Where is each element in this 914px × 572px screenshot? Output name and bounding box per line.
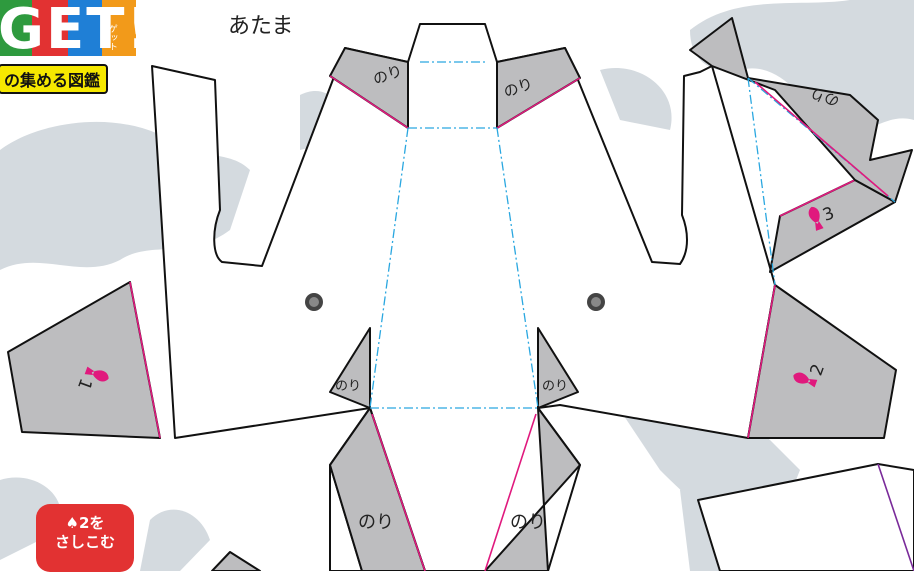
logo-subtitle: の集める図鑑 (0, 64, 109, 94)
brand-logo: GET! ゲット (0, 0, 152, 68)
insert-instruction-badge: ♠2を さしこむ (36, 504, 134, 572)
head-piece (151, 23, 776, 571)
eye-icon (305, 293, 605, 311)
mid-left-tab (329, 327, 371, 409)
glue-label-mid-right: のり (542, 379, 568, 394)
upper-right-tab (689, 17, 913, 203)
mid-right-tab (537, 327, 579, 409)
spade-icon (84, 366, 109, 382)
glue-label-mid-left: のり (335, 379, 361, 394)
slot3-tab (769, 179, 896, 273)
left-wing-tab (7, 281, 161, 439)
spade-icon: ♠ (65, 514, 79, 532)
bottom-right-tab (484, 407, 581, 571)
spade-icon (793, 372, 818, 388)
glue-label-bottom-left: のり (358, 512, 394, 533)
lower-left-tab (211, 551, 261, 571)
logo-get-text: GET! (0, 0, 144, 62)
badge-line-1: 2を (79, 514, 105, 532)
logo-get-small: ゲット (107, 24, 118, 51)
fold-lines (369, 61, 776, 409)
lower-right-piece (697, 463, 914, 571)
glue-label-bottom-right: のり (510, 512, 546, 533)
badge-line-2: さしこむ (54, 533, 115, 551)
page-title: あたま (228, 14, 294, 39)
spade-icon (808, 206, 824, 231)
